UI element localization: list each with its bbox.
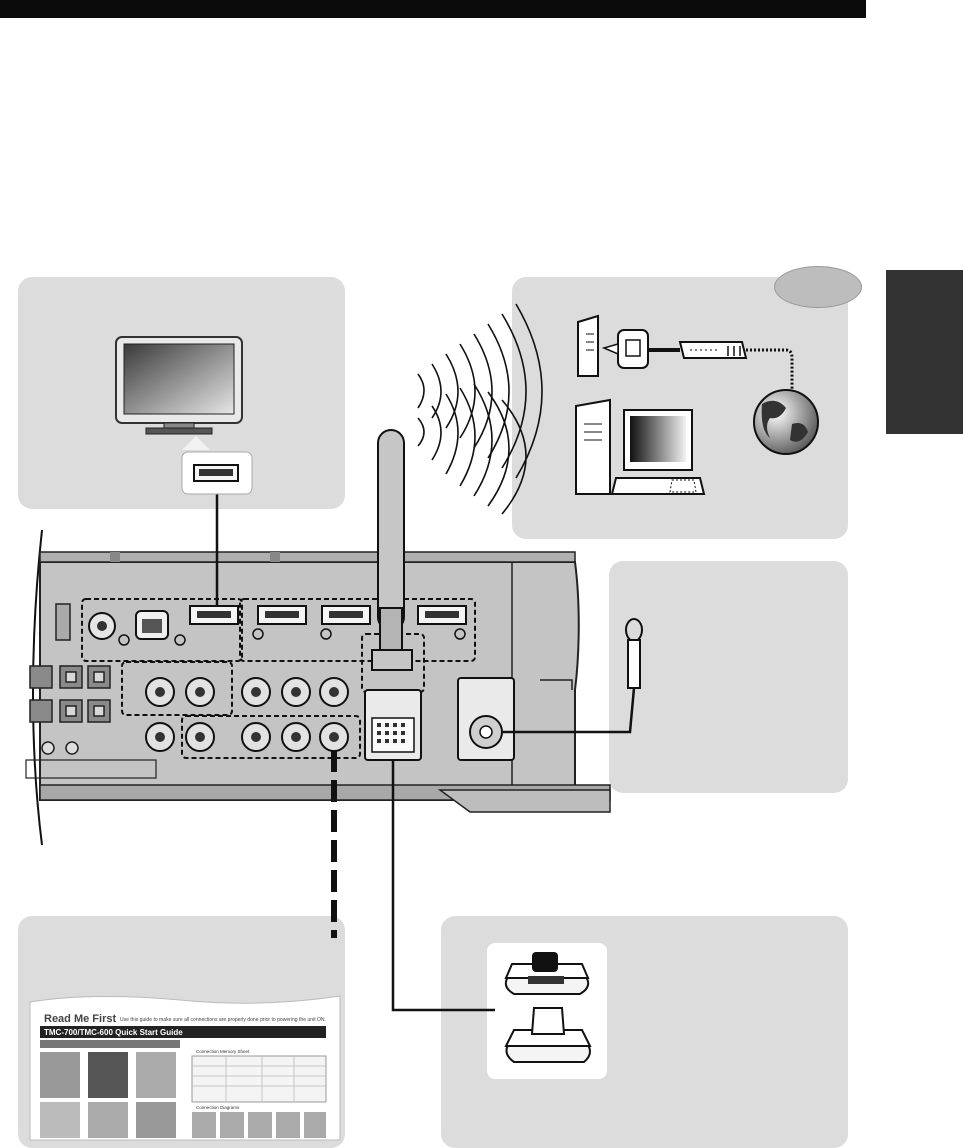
dock-cable <box>391 760 495 1012</box>
section-tab <box>886 270 963 434</box>
quick-start-guide-icon <box>29 995 341 1141</box>
internet-line <box>746 348 794 396</box>
wireless-waves-icon <box>417 303 543 515</box>
fm-antenna-panel <box>609 561 848 793</box>
fm-antenna-icon <box>625 618 643 689</box>
guide-heading: Read Me First <box>44 1013 116 1025</box>
wireless-antenna-icon <box>371 429 413 671</box>
desktop-computer-icon <box>575 398 706 495</box>
guide-section-b: Connection Diagrams <box>196 1105 240 1110</box>
guide-title: TMC-700/TMC-600 Quick Start Guide <box>44 1028 183 1037</box>
network-badge <box>774 266 862 308</box>
internet-globe-icon <box>753 389 819 455</box>
hdmi-connector-icon <box>181 451 253 495</box>
ipod-dock-icon <box>504 952 592 1063</box>
receiver-rear-panel <box>25 529 611 846</box>
header-bar <box>0 0 866 18</box>
tv-monitor-icon <box>115 336 243 450</box>
router-icon <box>678 341 748 359</box>
guide-subheading: Use this guide to make sure all connecti… <box>120 1017 326 1023</box>
modem-icon <box>577 314 649 377</box>
guide-section-a: Connection Memory Sheet <box>196 1049 250 1054</box>
fm-cable <box>502 687 636 734</box>
